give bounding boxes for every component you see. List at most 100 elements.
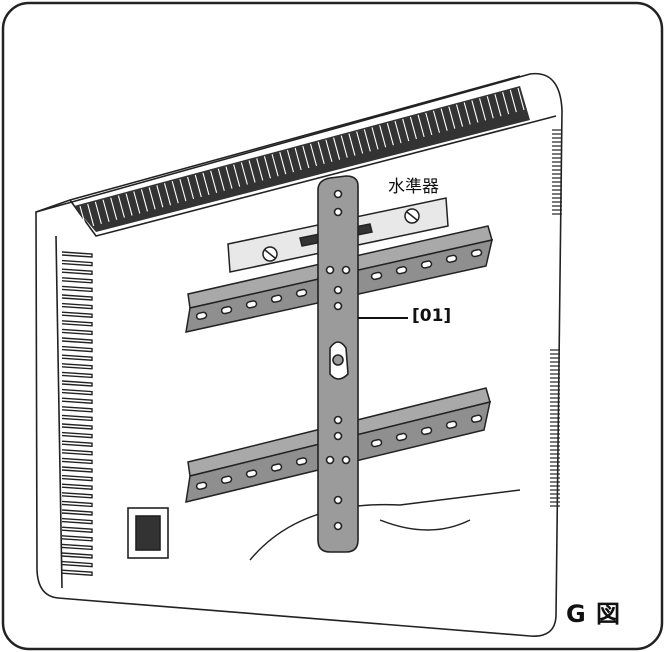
bracket-hole [333,189,343,199]
left-vent-slot [61,414,93,422]
left-vent-slot [61,474,93,482]
top-vent-slot [87,203,95,227]
top-vent-slot [502,91,510,115]
top-vent-slot [156,185,164,208]
top-vent-slot [486,96,494,119]
top-vent-slot [317,141,325,164]
right-side-ridges [550,129,562,507]
left-vent-slot [61,492,93,499]
top-vent-slot [210,170,218,193]
figure-label: G 図 [566,600,622,628]
top-vent-slot [432,110,441,133]
top-vent-slot [448,106,456,129]
top-vent-slot [271,154,279,177]
bracket-hole [333,301,343,311]
top-vent-slot [479,98,487,121]
bracket-hole [333,495,343,505]
left-vent-slot [61,251,93,258]
top-vent-slot [379,125,387,148]
rail-slot [270,463,283,472]
left-vent-slot [61,268,93,275]
left-vent-slot [61,259,93,267]
left-vent-slot [61,320,93,327]
rail-slot [270,294,283,303]
top-vent-slot [371,127,379,150]
top-vent-slot [248,160,256,183]
top-vent-slot [440,108,448,131]
top-vent-slot [463,102,471,125]
rail-slot [420,260,433,269]
top-vent-slot [194,174,202,198]
rail-slot [295,457,308,466]
bracket-hole [325,265,335,275]
top-vent-slot [187,176,195,200]
rail-slot [220,305,233,315]
bracket-hole [333,207,343,217]
connector-port [127,507,169,559]
top-vent-slot [309,143,318,167]
top-vent-slot [79,205,87,229]
left-vent-slot [61,517,93,525]
top-vent-slot [455,104,464,127]
top-vent-slot [386,123,394,146]
left-vent-slot [61,294,93,301]
top-vent-slot [117,195,125,218]
rail-slot [195,311,208,320]
top-vent-slot [509,89,517,113]
left-vent-slot [61,535,93,542]
top-vent-slot [240,162,248,185]
left-vent-slot [61,371,93,379]
top-vent-slot [494,94,502,117]
left-vent-slot [61,397,93,404]
left-vent-slot [61,406,93,413]
rail-slot [370,438,383,448]
top-vent-slot [94,201,102,225]
top-vent-slot [363,129,371,152]
rail-slot [245,469,258,478]
left-vent-slot [61,552,93,559]
rail-slot [195,481,208,490]
left-vent-slot [61,509,93,516]
top-vent-slot [294,147,302,171]
rail-slot [370,271,383,281]
top-vent-slot [394,120,402,144]
top-vent-slot [125,193,133,216]
top-vent-slot [171,181,179,204]
bracket-hole [333,521,343,531]
bracket-hole [341,455,351,465]
top-vent-slot [425,112,433,135]
top-vent-slot [348,133,356,156]
left-vent-slot [61,431,93,439]
left-vent-slot [61,483,93,490]
rail-slot [445,420,458,429]
rail-slot [420,426,433,436]
left-vent-slot [61,526,93,533]
left-vent-slot [61,466,93,473]
left-vent-slot [61,311,93,318]
top-vent-slot [148,187,156,210]
top-vent-slot [402,118,410,142]
top-vent-slot [333,137,341,160]
left-vent-slot [61,337,93,344]
top-vent-slot [202,172,210,196]
part-number-label: [01] [412,306,452,326]
left-vent-slot [61,440,93,447]
top-vent-slot [179,178,187,202]
rail-slot [395,265,408,275]
left-vent-slot [61,569,93,576]
rail-slot [470,248,483,258]
top-vent-slot [409,116,417,140]
left-vent-slot [61,423,93,430]
bracket-hole [333,285,343,295]
left-vent-slot [61,302,93,310]
left-vent-slot [61,363,93,370]
top-vent-slot [263,156,271,179]
top-vent-slot [102,199,110,222]
bracket-hole [325,455,335,465]
left-vent-slot [61,500,93,508]
top-vent-slot [325,139,333,162]
left-vent-slot [61,354,93,361]
top-vent-slot [471,100,479,123]
top-vent-slot [110,197,118,220]
